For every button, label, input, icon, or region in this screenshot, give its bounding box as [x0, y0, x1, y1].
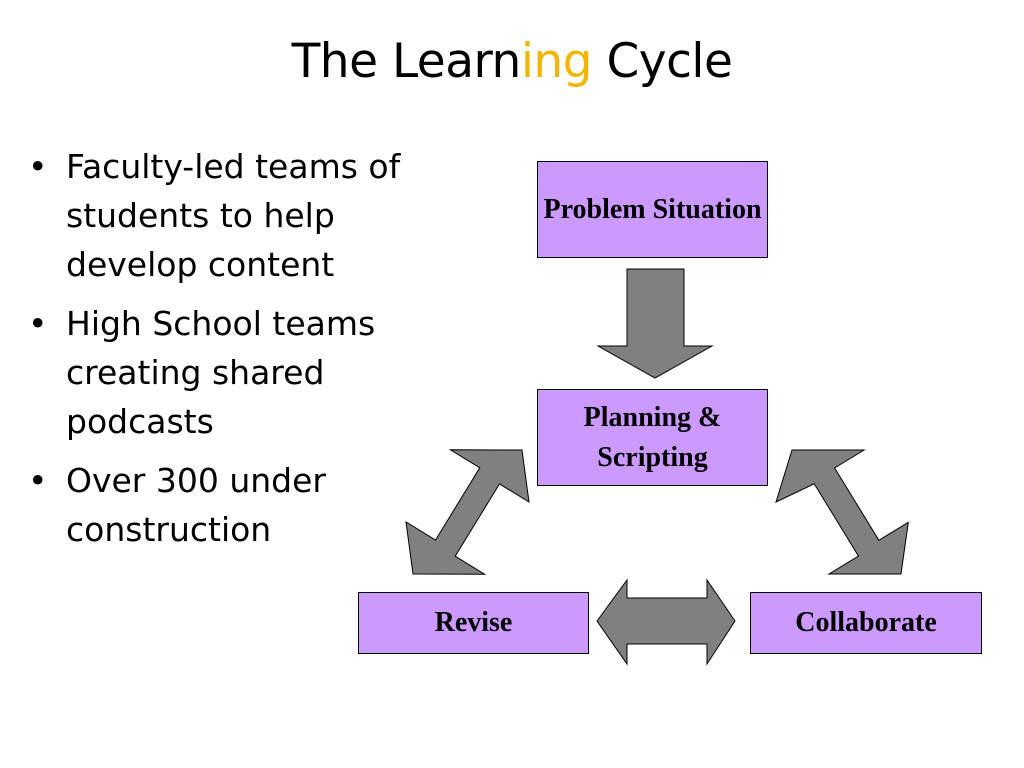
double-arrow-left-icon — [405, 449, 530, 575]
bullet-item: High School teams creating shared podcas… — [28, 299, 458, 446]
problem-situation-box: Problem Situation — [537, 161, 768, 258]
double-arrow-horizontal-icon — [596, 578, 736, 666]
box-label: Planning & Scripting — [583, 401, 722, 473]
title-highlight: ing — [520, 34, 593, 89]
bullet-item: Faculty-led teams of students to help de… — [28, 142, 458, 289]
planning-scripting-box: Planning & Scripting — [537, 389, 768, 486]
bullet-item: Over 300 under construction — [28, 456, 458, 554]
box-label: Problem Situation — [543, 193, 762, 225]
revise-box: Revise — [358, 592, 589, 654]
bullet-list: Faculty-led teams of students to help de… — [28, 142, 458, 564]
box-label: Revise — [434, 607, 513, 638]
collaborate-box: Collaborate — [750, 592, 982, 654]
double-arrow-right-icon — [775, 449, 909, 575]
box-label: Collaborate — [795, 607, 937, 638]
title-text-end: Cycle — [592, 34, 733, 89]
slide-title: The Learning Cycle — [0, 34, 1024, 89]
title-text: The Learn — [291, 34, 522, 89]
down-arrow-icon — [596, 268, 714, 379]
